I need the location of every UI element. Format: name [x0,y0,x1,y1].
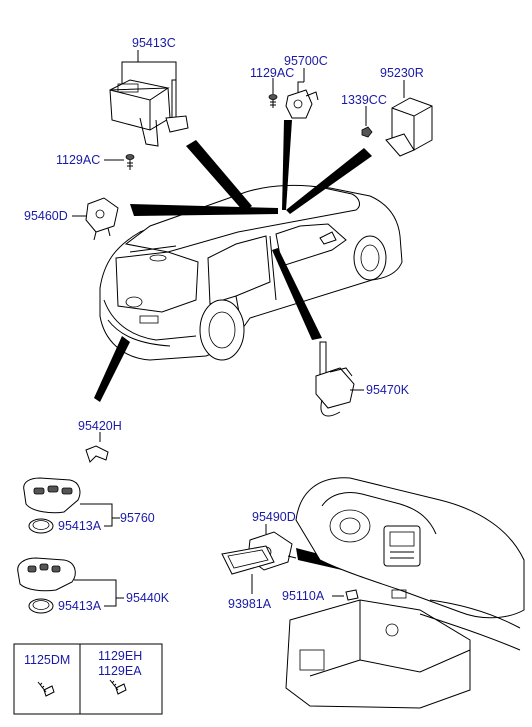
vehicle-drawing [99,184,403,361]
label-1339cc[interactable]: 1339CC [341,93,387,107]
label-95470k[interactable]: 95470K [366,383,410,397]
label-95440k[interactable]: 95440K [126,591,170,605]
part-labels: 95413C 95700C 1129AC 95230R 1339CC 1129A… [24,36,424,678]
part-95440k-key [17,557,124,614]
label-95420h[interactable]: 95420H [78,419,122,433]
label-1129ea[interactable]: 1129EA [98,664,142,678]
label-95413a-fob[interactable]: 95413A [58,519,102,533]
label-1129ac-top[interactable]: 1129AC [250,66,294,80]
label-95490d[interactable]: 95490D [252,510,296,524]
label-95700c[interactable]: 95700C [284,54,328,68]
label-1125dm[interactable]: 1125DM [24,653,70,667]
part-95470k [315,341,364,417]
part-95460d [72,197,119,241]
part-95700c [268,68,319,119]
screw-1129ac-left [104,154,135,170]
label-95760[interactable]: 95760 [120,511,155,525]
part-95760-fob [23,477,120,534]
part-93981a [221,545,275,594]
label-95230r[interactable]: 95230R [380,66,424,80]
label-95413a-key[interactable]: 95413A [58,599,102,613]
module-95413c [109,50,189,147]
label-93981a[interactable]: 93981A [228,597,272,611]
part-95110a [332,589,359,601]
label-1129eh[interactable]: 1129EH [98,649,142,663]
label-95110a[interactable]: 95110A [282,589,325,603]
label-95460d[interactable]: 95460D [24,209,68,223]
fastener-table [13,643,163,715]
label-1129ac-left[interactable]: 1129AC [56,153,100,167]
dashboard-drawing [285,477,525,709]
part-95230r [361,80,433,157]
label-95413c[interactable]: 95413C [132,36,176,50]
part-95420h [85,432,109,463]
